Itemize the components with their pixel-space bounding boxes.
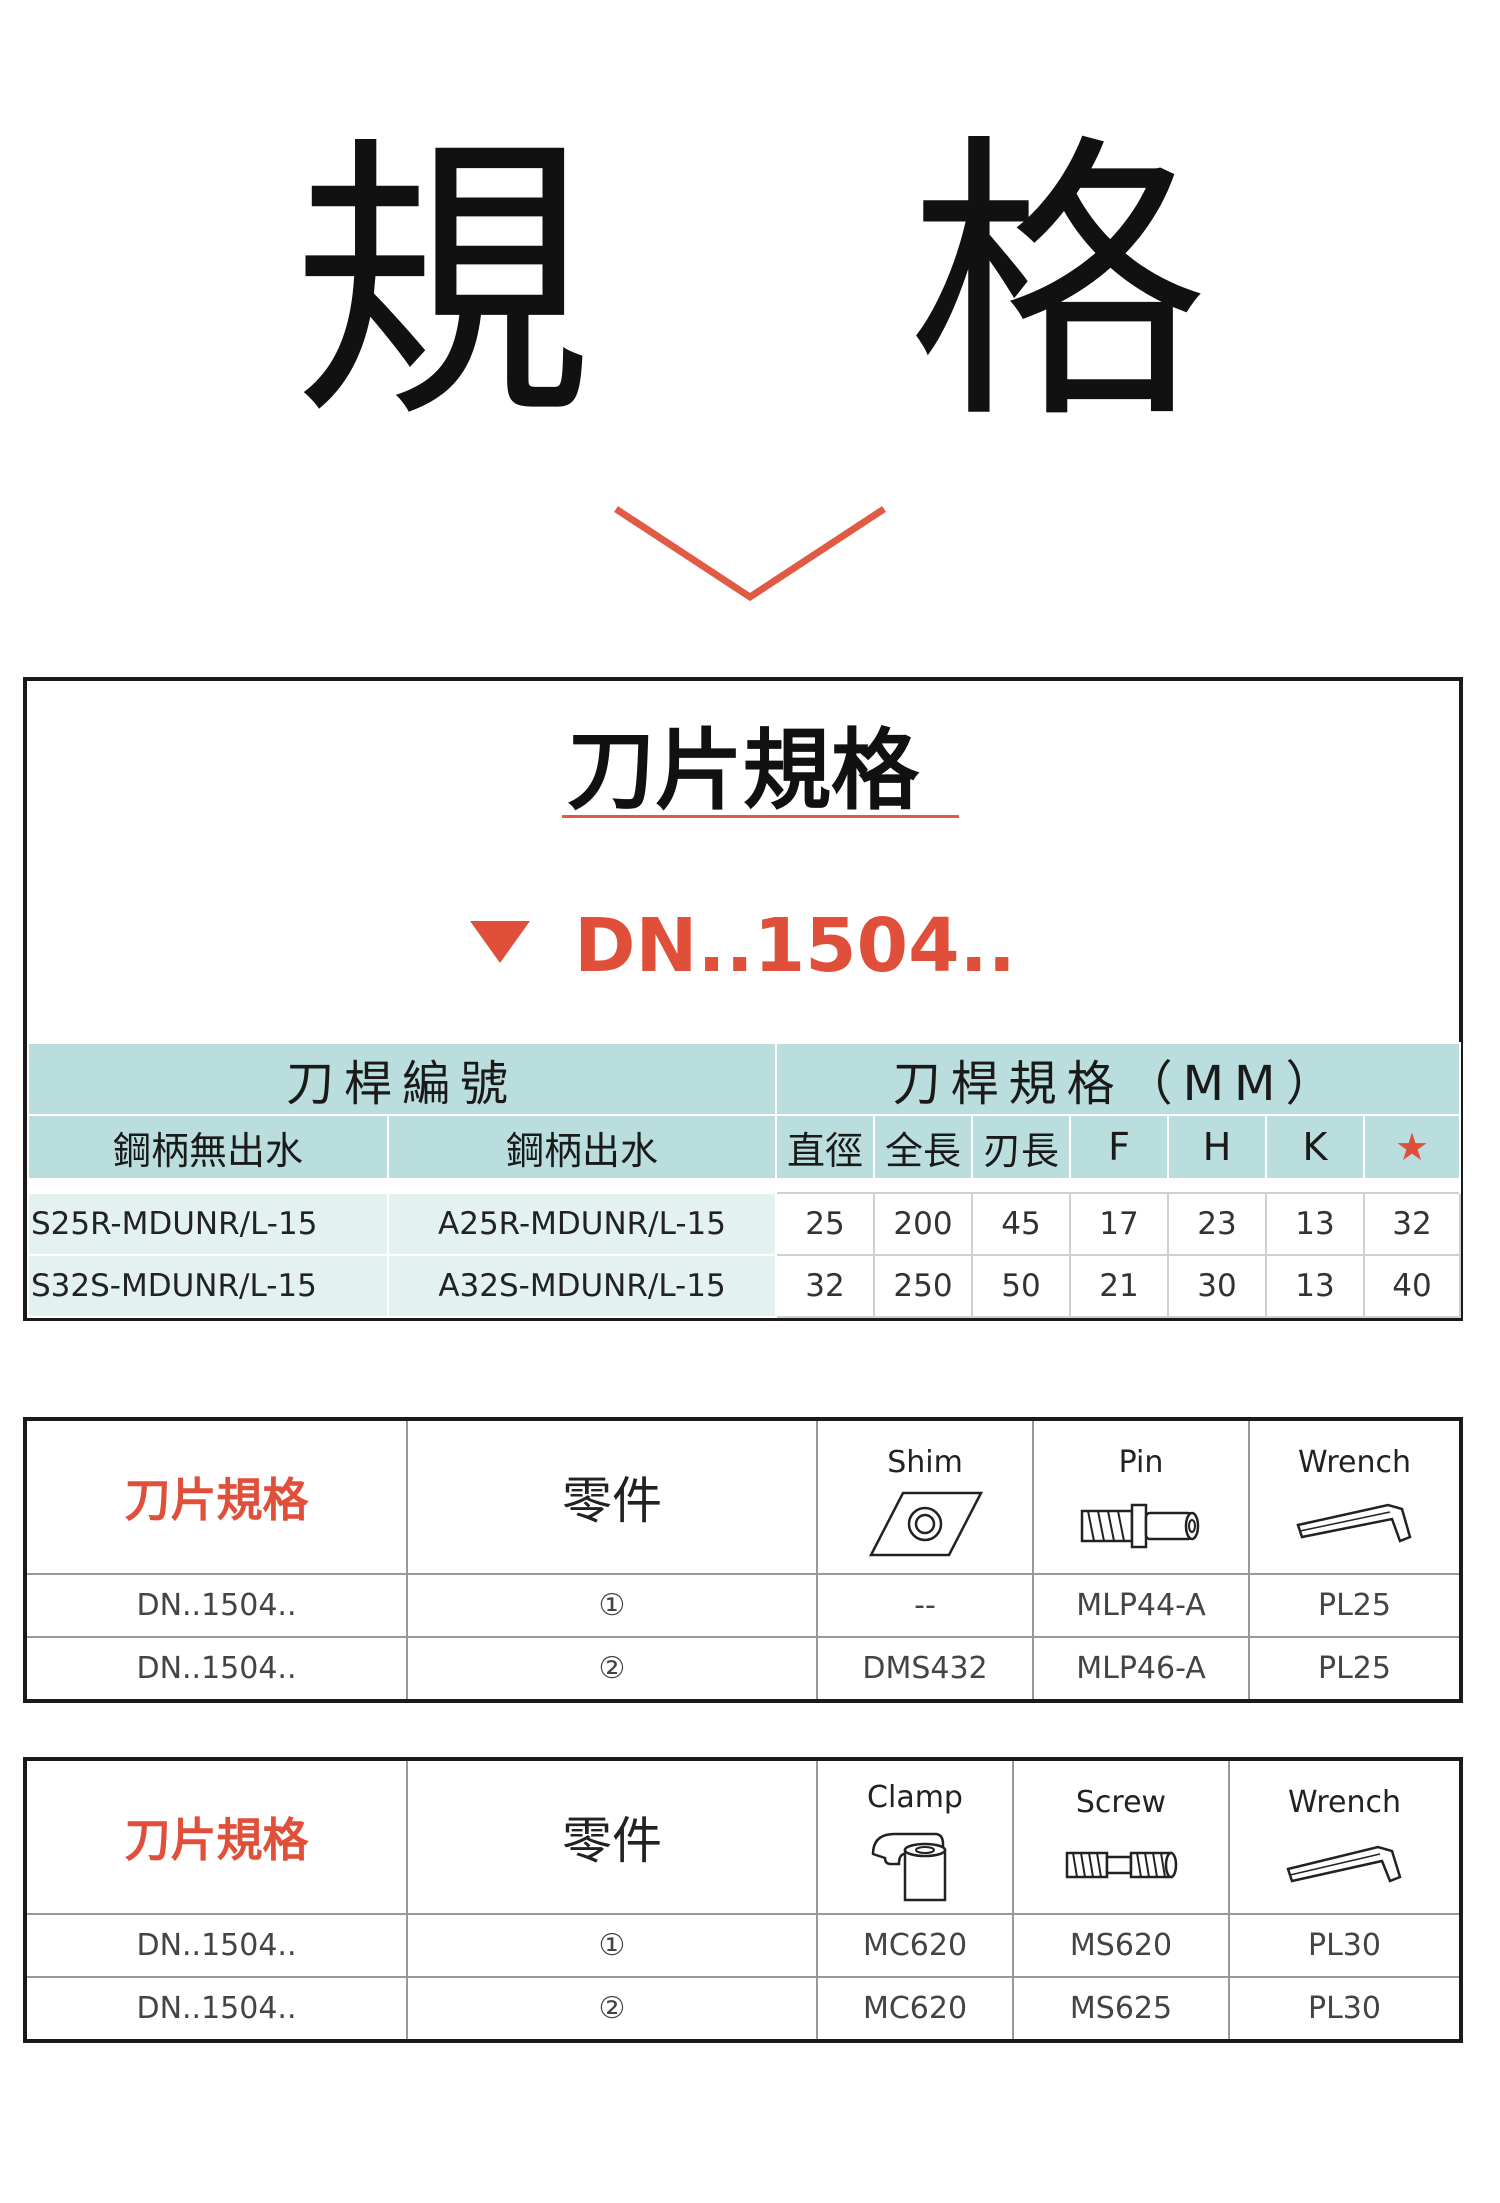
table-cell: 13 bbox=[1265, 1254, 1366, 1318]
col-header: 鋼柄無出水 bbox=[27, 1114, 389, 1180]
chevron-down-icon bbox=[614, 506, 886, 602]
table-row: DN..1504.. ① MC620 MS620 PL30 bbox=[27, 1913, 1459, 1979]
col-header: 直徑 bbox=[775, 1114, 876, 1180]
part-header-screw: Screw bbox=[1012, 1761, 1230, 1916]
wrench-icon bbox=[1295, 1503, 1412, 1543]
table-cell: 250 bbox=[873, 1254, 974, 1318]
insert-spec-label: 刀片規格 bbox=[27, 1761, 408, 1916]
table-cell: DN..1504.. bbox=[27, 1636, 408, 1699]
table-cell: ① bbox=[406, 1573, 818, 1639]
table-cell: PL25 bbox=[1248, 1636, 1459, 1699]
star-icon: ★ bbox=[1363, 1114, 1462, 1180]
part-header-shim: Shim bbox=[816, 1421, 1034, 1576]
parts-table: 刀片規格 零件 Shim Pin bbox=[27, 1421, 1459, 1699]
table-row: DN..1504.. ② MC620 MS625 PL30 bbox=[27, 1976, 1459, 2039]
table-cell: PL30 bbox=[1228, 1913, 1459, 1979]
part-header-clamp: Clamp bbox=[816, 1761, 1014, 1916]
table-row: S25R-MDUNR/L-15 A25R-MDUNR/L-15 25 200 4… bbox=[27, 1192, 1462, 1256]
part-name: Wrench bbox=[1288, 1785, 1401, 1821]
col-header: 刃長 bbox=[971, 1114, 1072, 1180]
table-cell: PL30 bbox=[1228, 1976, 1459, 2039]
table-cell: A32S-MDUNR/L-15 bbox=[386, 1254, 778, 1318]
table-cell: PL25 bbox=[1248, 1573, 1459, 1639]
table-cell: MLP44-A bbox=[1032, 1573, 1250, 1639]
page-title: 規 格 bbox=[292, 110, 1318, 459]
section-title: 刀片規格 bbox=[566, 719, 919, 822]
part-name: Pin bbox=[1118, 1445, 1164, 1481]
triangle-down-icon bbox=[470, 921, 531, 963]
table-cell: S32S-MDUNR/L-15 bbox=[27, 1254, 389, 1318]
spacer bbox=[26, 1179, 1462, 1193]
table-cell: 32 bbox=[775, 1254, 876, 1318]
parts-panel-2: 刀片規格 零件 Clamp Screw bbox=[23, 1757, 1463, 2043]
table-cell: 32 bbox=[1363, 1192, 1462, 1256]
table-cell: S25R-MDUNR/L-15 bbox=[27, 1192, 389, 1256]
table-cell: ① bbox=[406, 1913, 818, 1979]
part-header-wrench: Wrench bbox=[1248, 1421, 1459, 1576]
part-name: Clamp bbox=[867, 1780, 963, 1816]
col-header: 全長 bbox=[873, 1114, 974, 1180]
table-row: DN..1504.. ① -- MLP44-A PL25 bbox=[27, 1573, 1459, 1639]
pin-icon bbox=[1080, 1503, 1200, 1549]
table-cell: 13 bbox=[1265, 1192, 1366, 1256]
col-header: K bbox=[1265, 1114, 1366, 1180]
screw-icon bbox=[1065, 1851, 1178, 1879]
table-cell: 30 bbox=[1167, 1254, 1268, 1318]
table-cell: A25R-MDUNR/L-15 bbox=[386, 1192, 778, 1256]
table-cell: 50 bbox=[971, 1254, 1072, 1318]
table-cell: 200 bbox=[873, 1192, 974, 1256]
group-header-holder-no: 刀桿編號 bbox=[26, 1042, 778, 1116]
col-header: F bbox=[1069, 1114, 1170, 1180]
table-cell: MS620 bbox=[1012, 1913, 1230, 1979]
table-cell: MS625 bbox=[1012, 1976, 1230, 2039]
parts-table: 刀片規格 零件 Clamp Screw bbox=[27, 1761, 1459, 2039]
table-cell: MLP46-A bbox=[1032, 1636, 1250, 1699]
table-cell: 40 bbox=[1363, 1254, 1462, 1318]
col-header: H bbox=[1167, 1114, 1268, 1180]
table-cell: DN..1504.. bbox=[27, 1573, 408, 1639]
col-header: 鋼柄出水 bbox=[386, 1114, 778, 1180]
table-cell: -- bbox=[816, 1573, 1034, 1639]
table-cell: 17 bbox=[1069, 1192, 1170, 1256]
series-heading: DN..1504.. bbox=[27, 906, 1459, 986]
parts-panel-1: 刀片規格 零件 Shim Pin bbox=[23, 1417, 1463, 1703]
table-cell: DN..1504.. bbox=[27, 1976, 408, 2039]
spec-panel: 刀片規格 DN..1504.. 刀桿編號 刀桿規格（MM） 鋼柄無出水 鋼柄出水… bbox=[23, 677, 1463, 1321]
table-cell: 23 bbox=[1167, 1192, 1268, 1256]
table-cell: DN..1504.. bbox=[27, 1913, 408, 1979]
table-cell: 21 bbox=[1069, 1254, 1170, 1318]
table-row: S32S-MDUNR/L-15 A32S-MDUNR/L-15 32 250 5… bbox=[27, 1254, 1462, 1318]
clamp-icon bbox=[871, 1832, 947, 1902]
table-cell: MC620 bbox=[816, 1976, 1014, 2039]
table-cell: MC620 bbox=[816, 1913, 1014, 1979]
part-col-header: 零件 bbox=[406, 1761, 818, 1916]
table-cell: 25 bbox=[775, 1192, 876, 1256]
part-name: Wrench bbox=[1298, 1445, 1411, 1481]
table-row: DN..1504.. ② DMS432 MLP46-A PL25 bbox=[27, 1636, 1459, 1699]
shim-icon bbox=[868, 1491, 984, 1557]
title-underline bbox=[562, 815, 959, 818]
series-code: DN..1504.. bbox=[574, 903, 1016, 989]
wrench-icon bbox=[1285, 1845, 1402, 1883]
part-name: Screw bbox=[1075, 1785, 1167, 1821]
table-cell: ② bbox=[406, 1636, 818, 1699]
part-name: Shim bbox=[887, 1445, 963, 1481]
part-header-pin: Pin bbox=[1032, 1421, 1250, 1576]
table-cell: 45 bbox=[971, 1192, 1072, 1256]
part-header-wrench: Wrench bbox=[1228, 1761, 1459, 1916]
group-header-holder-spec: 刀桿規格（MM） bbox=[775, 1042, 1462, 1116]
table-cell: DMS432 bbox=[816, 1636, 1034, 1699]
spec-table: 刀桿編號 刀桿規格（MM） 鋼柄無出水 鋼柄出水 直徑 全長 刃長 F H K … bbox=[26, 1042, 1462, 1318]
insert-spec-label: 刀片規格 bbox=[27, 1421, 408, 1576]
table-cell: ② bbox=[406, 1976, 818, 2039]
part-col-header: 零件 bbox=[406, 1421, 818, 1576]
